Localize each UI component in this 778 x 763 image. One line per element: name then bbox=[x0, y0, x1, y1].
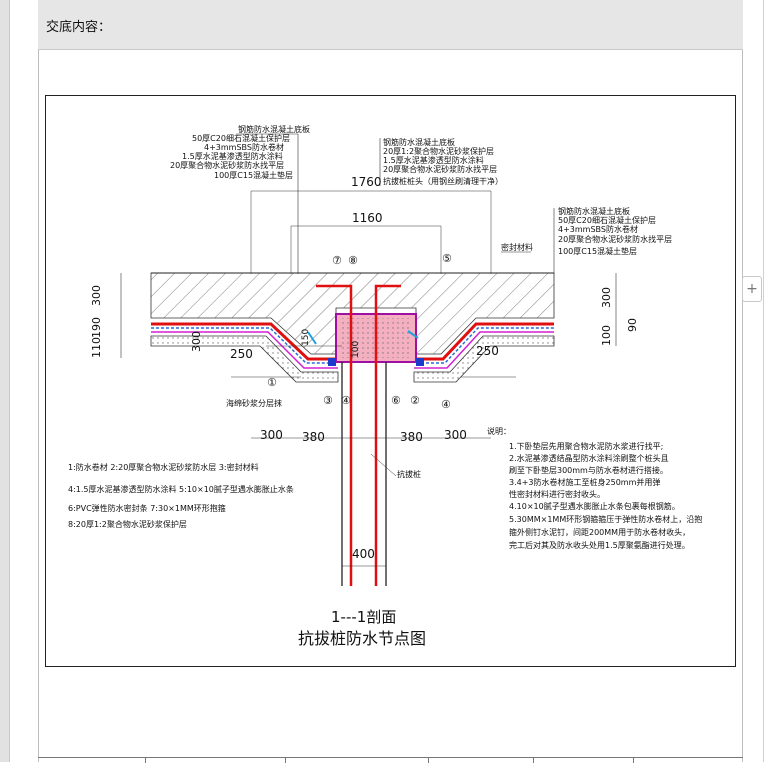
note-line: 5.30MM×1MM环形钢箍箍压于弹性防水卷材上，沿抱 bbox=[509, 514, 702, 524]
dim-1760: 1760 bbox=[351, 175, 382, 189]
callout-3: ③ bbox=[323, 394, 333, 407]
right-layer-labels: 钢筋防水混凝土底板 50厚C20细石混凝土保护层 4+3mmSBS防水卷材 20… bbox=[558, 206, 672, 256]
dim-380-right: 380 bbox=[400, 430, 423, 444]
note-line: 1.下卧垫层先用聚合物水泥防水浆进行找平; bbox=[509, 441, 663, 451]
section-title: 1---1剖面 bbox=[331, 608, 396, 626]
notes: 说明： 1.下卧垫层先用聚合物水泥防水浆进行找平; 2.水泥基渗透结晶型防水涂料… bbox=[487, 426, 702, 550]
layer-label: 50厚C20细石混凝土保护层 bbox=[192, 133, 290, 143]
note-line: 箍外侧钉水泥钉，间距200MM用于防水卷材收头， bbox=[509, 527, 690, 537]
layer-label: 4+3mmSBS防水卷材 bbox=[558, 224, 638, 234]
note-line: 4.10×10腻子型遇水膨胀止水条包裹每根钢筋。 bbox=[509, 501, 680, 511]
callout-6: ⑥ bbox=[391, 394, 401, 407]
cushion-right bbox=[413, 335, 555, 383]
note-line: 3.4+3防水卷材施工至桩身250mm并用弹 bbox=[509, 477, 660, 487]
dim-100-mid: 100 bbox=[351, 341, 361, 358]
dim-150: 150 bbox=[301, 329, 311, 346]
dim-90: 90 bbox=[626, 318, 639, 332]
pile-label: 抗拔桩 bbox=[397, 469, 421, 479]
drawing-title: 抗拔桩防水节点图 bbox=[298, 629, 426, 648]
dim-250-left: 250 bbox=[230, 347, 253, 361]
dim-250-right: 250 bbox=[476, 344, 499, 358]
expand-panel-button[interactable]: + bbox=[742, 276, 762, 302]
dim-110: 110 bbox=[90, 337, 103, 358]
section-header: 交底内容： bbox=[38, 0, 743, 50]
table-cell-divider bbox=[428, 758, 429, 763]
layer-label: 抗拔桩桩头（用钢丝刷清理干净） bbox=[383, 176, 503, 186]
layer-label: 1.5厚水泥基渗透型防水涂料 bbox=[383, 155, 484, 165]
section-header-label: 交底内容： bbox=[46, 20, 112, 35]
left-layer-labels: 钢筋防水混凝土底板 50厚C20细石混凝土保护层 4+3mmSBS防水卷材 1.… bbox=[170, 124, 310, 180]
callout-7: ⑦ bbox=[332, 254, 342, 267]
legend-line: 4:1.5厚水泥基渗透型防水涂料 5:10×10腻子型遇水膨胀止水条 bbox=[68, 484, 294, 494]
rebar-right bbox=[374, 284, 401, 586]
callout-5: ⑤ bbox=[442, 252, 452, 265]
table-cell-divider bbox=[145, 758, 146, 763]
notes-title: 说明： bbox=[487, 426, 511, 436]
table-cell-divider bbox=[633, 758, 634, 763]
layer-label: 20厚聚合物水泥砂浆防水找平层 bbox=[383, 164, 497, 174]
note-line: 刷至下卧垫层300mm与防水卷材进行搭接。 bbox=[509, 465, 668, 475]
dim-300-left: 300 bbox=[90, 285, 103, 306]
legend: 1:防水卷材 2:20厚聚合物水泥砂浆防水层 3:密封材料 4:1.5厚水泥基渗… bbox=[68, 462, 294, 529]
layer-label: 50厚C20细石混凝土保护层 bbox=[558, 215, 656, 225]
callout-4-right: ④ bbox=[441, 398, 451, 411]
legend-line: 8:20厚1:2聚合物水泥砂浆保护层 bbox=[68, 519, 187, 529]
callout-1: ① bbox=[267, 376, 277, 389]
footer-table-row bbox=[38, 757, 743, 763]
membrane-left bbox=[151, 322, 336, 361]
table-cell-divider bbox=[533, 758, 534, 763]
callout-2: ② bbox=[410, 394, 420, 407]
raft-slab bbox=[150, 272, 555, 355]
layer-label: 1.5厚水泥基渗透型防水涂料 bbox=[182, 151, 283, 161]
legend-line: 6:PVC弹性防水密封条 7:30×1MM环形抱箍 bbox=[68, 503, 226, 513]
callout-markers: ① ③ ⑦ ⑧ ⑤ ⑥ ② ④ ④ bbox=[267, 252, 452, 411]
layer-label: 100厚C15混凝土垫层 bbox=[214, 170, 293, 180]
dim-300-inner: 300 bbox=[190, 331, 203, 352]
layer-label: 20厚1:2聚合物水泥砂浆保护层 bbox=[383, 146, 494, 156]
content-frame bbox=[38, 0, 743, 762]
note-line: 2.水泥基渗透结晶型防水涂料涂刷整个桩头且 bbox=[509, 453, 669, 463]
seal-label: 密封材料 bbox=[501, 242, 533, 252]
mid-layer-labels: 钢筋防水混凝土底板 20厚1:2聚合物水泥砂浆保护层 1.5厚水泥基渗透型防水涂… bbox=[383, 137, 503, 186]
legend-line: 1:防水卷材 2:20厚聚合物水泥砂浆防水层 3:密封材料 bbox=[68, 462, 259, 472]
dim-300-br: 300 bbox=[444, 428, 467, 442]
dim-190: 190 bbox=[90, 317, 103, 338]
callout-4-left: ④ bbox=[341, 394, 351, 407]
note-line: 性密封材料进行密封收头。 bbox=[509, 489, 605, 499]
left-panel-gutter bbox=[0, 0, 10, 762]
layer-label: 钢筋防水混凝土底板 bbox=[383, 137, 455, 147]
sponge-mortar-label: 海绵砂浆分层抹 bbox=[226, 398, 282, 408]
table-cell-divider bbox=[285, 758, 286, 763]
dim-300-right: 300 bbox=[600, 287, 613, 308]
rebar-left bbox=[316, 284, 353, 586]
layer-label: 4+3mmSBS防水卷材 bbox=[204, 142, 284, 152]
layer-label: 20厚聚合物水泥砂浆防水找平层 bbox=[170, 160, 284, 170]
drawing-frame: 钢筋防水混凝土底板 50厚C20细石混凝土保护层 4+3mmSBS防水卷材 1.… bbox=[45, 95, 736, 667]
cushion-left bbox=[150, 335, 339, 383]
layer-label: 钢筋防水混凝土底板 bbox=[238, 124, 310, 134]
dim-300-bl: 300 bbox=[260, 428, 283, 442]
layer-label: 钢筋防水混凝土底板 bbox=[558, 206, 630, 216]
note-line: 完工后对其及防水收头处用1.5厚聚氨酯进行处理。 bbox=[509, 540, 690, 550]
dim-400: 400 bbox=[352, 547, 375, 561]
membrane-right bbox=[416, 322, 554, 361]
dim-100-right: 100 bbox=[600, 325, 613, 346]
dim-1160: 1160 bbox=[352, 211, 383, 225]
dim-380-left: 380 bbox=[302, 430, 325, 444]
layer-label: 20厚聚合物水泥砂浆防水找平层 bbox=[558, 234, 672, 244]
pile-waterproof-detail-drawing: 钢筋防水混凝土底板 50厚C20细石混凝土保护层 4+3mmSBS防水卷材 1.… bbox=[68, 124, 702, 648]
right-panel-gutter bbox=[763, 0, 778, 762]
callout-8: ⑧ bbox=[348, 254, 358, 267]
layer-label: 100厚C15混凝土垫层 bbox=[558, 246, 637, 256]
